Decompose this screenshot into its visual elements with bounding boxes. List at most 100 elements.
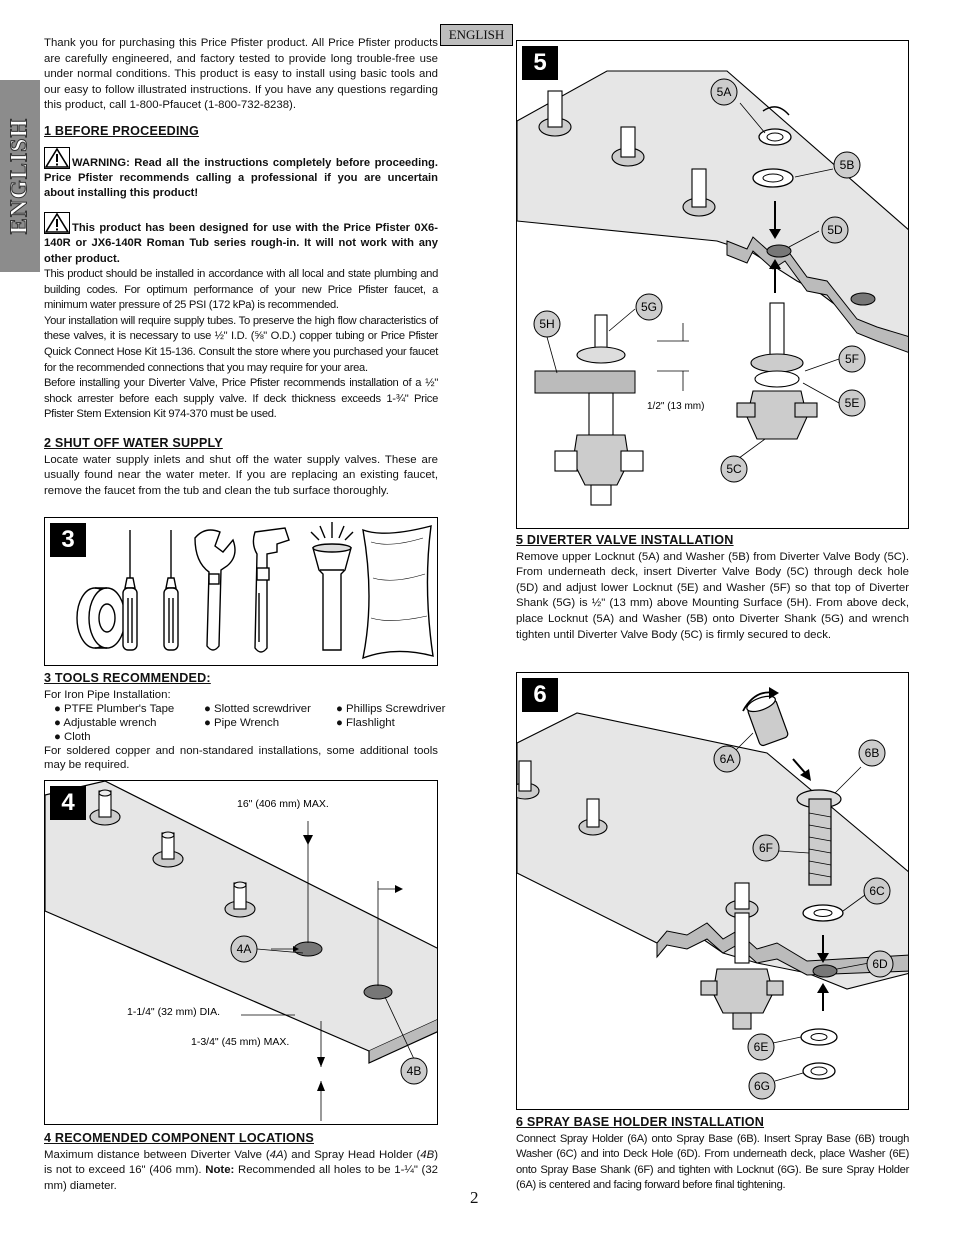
callout-6a — [713, 745, 741, 773]
callout-5e — [838, 389, 866, 417]
tool-item: PTFE Plumber's Tape — [54, 702, 204, 716]
callout-5b — [833, 151, 861, 179]
section4-text: 4 RECOMENDED COMPONENT LOCATIONS Maximum… — [44, 1131, 438, 1194]
spray-base-icon — [796, 789, 842, 886]
page-number: 2 — [470, 1188, 479, 1207]
diverter-section-icon — [554, 314, 644, 506]
callout-6c — [863, 877, 891, 905]
diverter-valve-icon — [736, 302, 818, 440]
callout-4a — [230, 935, 258, 963]
section5-paragraph: Remove upper Locknut (5A) and Washer (5B… — [516, 550, 909, 641]
section1-heading: 1 BEFORE PROCEEDING — [44, 123, 199, 138]
step-3-badge: 3 — [50, 523, 86, 557]
warning-triangle-icon — [44, 146, 70, 169]
intro-paragraph: Thank you for purchasing this Price Pfis… — [44, 37, 438, 112]
warning-2: This product has been designed for use w… — [44, 211, 438, 267]
step-5-badge: 5 — [522, 46, 558, 80]
callout-5h-label: 5H — [539, 317, 554, 331]
section2-text: Locate water supply inlets and shut off … — [44, 453, 438, 497]
tool-item: Pipe Wrench — [204, 716, 336, 730]
callout-6g-label: 6G — [754, 1079, 770, 1093]
cloth-icon — [362, 525, 434, 660]
callout-5d — [821, 216, 849, 244]
tool-item: Phillips Screwdriver — [336, 702, 456, 716]
callout-6f-label: 6F — [759, 841, 773, 855]
section4-text-a: Maximum distance between Diverter Valve … — [44, 1148, 270, 1161]
section5-heading: 5 DIVERTER VALVE INSTALLATION — [516, 533, 734, 547]
slotted-screwdriver-icon — [122, 530, 138, 651]
section2-heading: 2 SHUT OFF WATER SUPPLY — [44, 435, 223, 450]
callout-6f — [752, 834, 780, 862]
callout-6g — [748, 1072, 776, 1100]
section6-heading: 6 SPRAY BASE HOLDER INSTALLATION — [516, 1115, 765, 1129]
section3-note: For soldered copper and non-standared in… — [44, 744, 438, 771]
section3-heading: 3 TOOLS RECOMMENDED: — [44, 671, 211, 685]
section6-text: 6 SPRAY BASE HOLDER INSTALLATION Connect… — [516, 1115, 909, 1194]
ref-4a: 4A — [269, 1148, 284, 1161]
supply-valve-icon — [682, 168, 716, 217]
warning-2-text: This product has been designed for use w… — [44, 221, 438, 265]
supply-valve-icon — [89, 789, 121, 826]
supply-valve-icon — [152, 831, 184, 868]
tools-illustration — [76, 522, 434, 660]
callout-6b-label: 6B — [865, 746, 880, 760]
tool-item: Flashlight — [336, 716, 456, 730]
side-tab-label: ENGLISH — [6, 117, 33, 235]
phillips-screwdriver-icon — [163, 530, 179, 651]
warning-1: WARNING: Read all the instructions compl… — [44, 146, 438, 202]
section1-para3: Before installing your Diverter Valve, P… — [44, 377, 438, 421]
note-text: Recommended all holes to be 1-¼" (32 mm)… — [44, 1164, 439, 1192]
callout-6b — [858, 739, 886, 767]
tool-item: Cloth — [54, 730, 204, 744]
warning-1-text: WARNING: Read all the instructions compl… — [44, 156, 438, 200]
callout-5f — [838, 345, 866, 373]
callout-5c — [720, 455, 748, 483]
tool-item: Adjustable wrench — [54, 716, 204, 730]
spray-hole — [363, 984, 393, 1000]
callout-5e-label: 5E — [845, 396, 860, 410]
callout-5g-label: 5G — [641, 300, 657, 314]
section4-text-c: ) is not to exceed 16" (406 mm). — [44, 1148, 438, 1177]
callout-6c-label: 6C — [869, 884, 885, 898]
step-6-badge: 6 — [522, 678, 558, 712]
warning-triangle-icon — [44, 211, 70, 234]
section1-para1: This product should be installed in acco… — [44, 268, 438, 312]
flashlight-icon — [310, 522, 354, 651]
supply-valve-icon — [611, 126, 645, 167]
dimension-max-distance: 16" (406 mm) MAX. — [237, 798, 329, 810]
supply-valve-icon — [725, 882, 759, 919]
supply-valve-icon — [224, 881, 256, 918]
dimension-deck-thickness: 1-3/4" (45 mm) MAX. — [191, 1036, 289, 1048]
callout-5g — [635, 293, 663, 321]
ptfe-tape-icon — [76, 587, 126, 649]
section4-paragraph: Maximum distance between Diverter Valve … — [44, 1148, 438, 1195]
deck-layout-diagram: 4A 4B 16" (406 mm) MAX. 1-1/4" (32 mm) D… — [45, 781, 437, 1121]
callout-5f-label: 5F — [845, 352, 859, 366]
dimension-hole-diameter: 1-1/4" (32 mm) DIA. — [127, 1006, 220, 1018]
ref-4b: 4B — [420, 1148, 435, 1161]
callout-4a-label: 4A — [237, 942, 252, 956]
language-side-tab — [0, 80, 40, 272]
deck-surface — [517, 712, 908, 990]
callout-5h — [533, 310, 561, 338]
callout-6a-label: 6A — [720, 752, 735, 766]
callout-4b — [400, 1057, 428, 1085]
supply-valve-icon — [517, 760, 540, 800]
spray-holder-icon — [746, 695, 789, 747]
section3-text: 3 TOOLS RECOMMENDED: For Iron Pipe Insta… — [44, 671, 445, 772]
section4-text-b: ) and Spray Head Holder ( — [283, 1148, 421, 1161]
pipe-wrench-icon — [252, 527, 290, 653]
left-column: Thank you for purchasing this Price Pfis… — [44, 36, 438, 499]
section3-subheading: For Iron Pipe Installation: — [44, 688, 171, 701]
section6-paragraph: Connect Spray Holder (6A) onto Spray Bas… — [516, 1132, 909, 1192]
callout-6e-label: 6E — [754, 1040, 769, 1054]
diverter-valve-icon — [700, 912, 784, 1030]
spray-base-panel: 6 — [516, 672, 909, 1110]
step-4-badge: 4 — [50, 786, 86, 820]
dimension-half-inch: 1/2" (13 mm) — [647, 401, 704, 412]
callout-5a — [710, 78, 738, 106]
language-label: ENGLISH — [440, 24, 513, 46]
callout-5b-label: 5B — [840, 158, 855, 172]
component-locations-panel: 4 — [44, 780, 438, 1125]
tool-item: Slotted screwdriver — [204, 702, 336, 716]
